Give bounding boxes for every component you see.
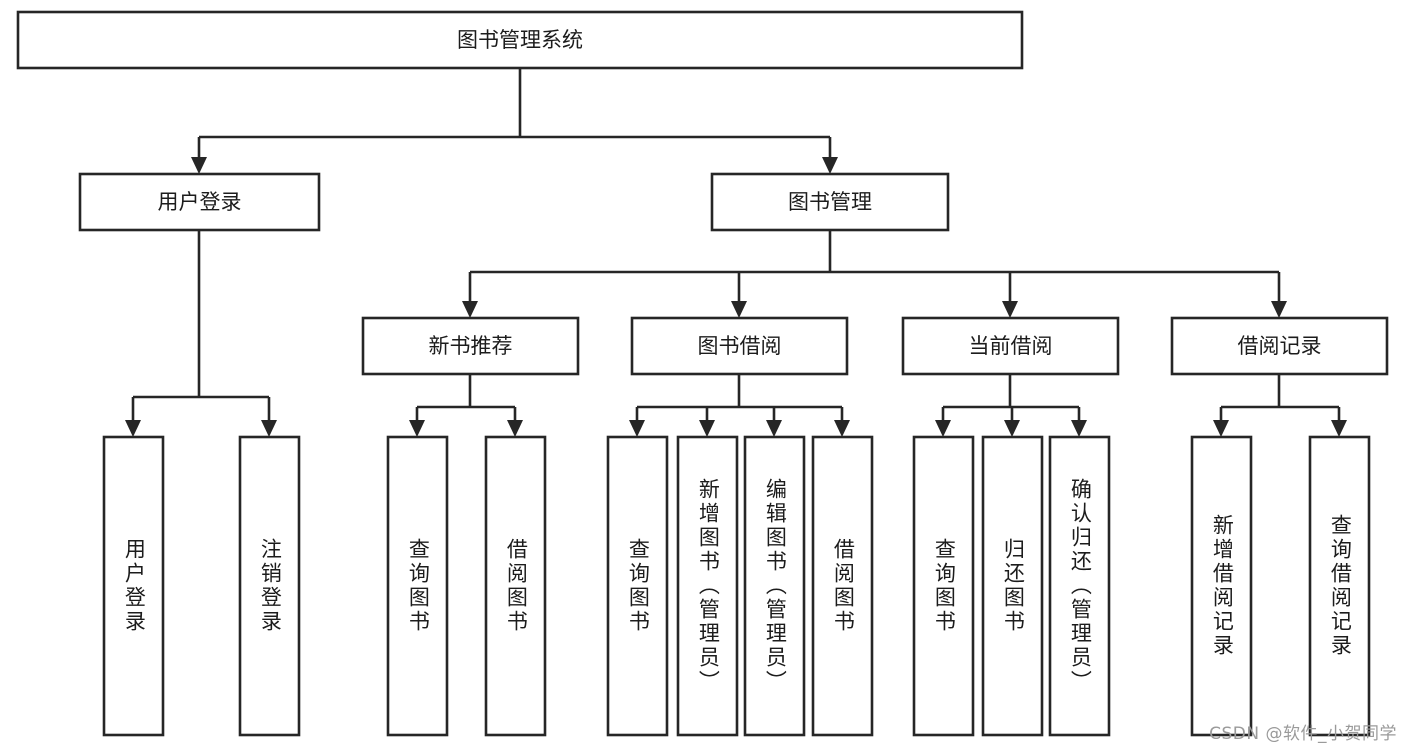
node-root-system-label: 图书管理系统 [457,28,583,52]
node-leaf-borrow-book-recommend[interactable] [484,435,547,737]
node-book-borrow[interactable] [630,316,849,376]
node-new-book-recommend-label: 新书推荐 [429,334,513,358]
node-leaf-user-login[interactable] [102,435,165,737]
node-book-borrow-label: 图书借阅 [698,334,782,358]
node-leaf-user-logout[interactable] [238,435,301,737]
node-borrow-record[interactable] [1170,316,1389,376]
node-leaf-query-borrow-record[interactable] [1308,435,1371,737]
connector-layer [125,68,1347,437]
connector-book-manage-to-level3-arrow-3 [1271,301,1287,318]
connector-level3-2-to-leaves-arrow-0 [935,420,951,437]
connector-level3-2-to-leaves-arrow-1 [1004,420,1020,437]
connector-user-login-to-leaves-arrow-1 [261,420,277,437]
connector-level3-1-to-leaves-arrow-1 [699,420,715,437]
connector-book-manage-to-level3-arrow-2 [1002,301,1018,318]
node-leaf-confirm-return-admin[interactable] [1048,435,1111,737]
connector-root-to-level2-arrow-0 [191,157,207,174]
connector-level3-3-to-leaves-arrow-1 [1331,420,1347,437]
connector-level3-2-to-leaves-arrow-2 [1071,420,1087,437]
node-leaf-add-borrow-record[interactable] [1190,435,1253,737]
connector-book-manage-to-level3-arrow-1 [731,301,747,318]
node-leaf-return-book[interactable] [981,435,1044,737]
node-leaf-query-book-borrow[interactable] [606,435,669,737]
node-current-borrow-label: 当前借阅 [969,334,1053,358]
connector-level3-1-to-leaves-arrow-3 [834,420,850,437]
connector-level3-1-to-leaves-arrow-0 [629,420,645,437]
connector-level3-1-to-leaves-arrow-2 [766,420,782,437]
node-current-borrow[interactable] [901,316,1120,376]
connector-user-login-to-leaves-arrow-0 [125,420,141,437]
node-borrow-record-label: 借阅记录 [1238,334,1322,358]
connector-root-to-level2-arrow-1 [822,157,838,174]
node-root-system[interactable] [16,10,1024,70]
connector-level3-3-to-leaves-arrow-0 [1213,420,1229,437]
connector-level3-0-to-leaves-arrow-0 [409,420,425,437]
connector-book-manage-to-level3-arrow-0 [462,301,478,318]
node-box-layer [16,10,1389,737]
watermark-text: CSDN @软件_小贺同学 [1209,724,1397,744]
node-book-manage-label: 图书管理 [788,190,872,214]
node-leaf-add-book-admin[interactable] [676,435,739,737]
node-leaf-edit-book-admin[interactable] [743,435,806,737]
node-leaf-borrow-book[interactable] [811,435,874,737]
node-book-manage[interactable] [710,172,950,232]
node-leaf-query-book-recommend[interactable] [386,435,449,737]
node-user-login[interactable] [78,172,321,232]
node-leaf-query-book-current[interactable] [912,435,975,737]
connector-level3-0-to-leaves-arrow-1 [507,420,523,437]
node-new-book-recommend[interactable] [361,316,580,376]
node-user-login-label: 用户登录 [158,190,242,214]
